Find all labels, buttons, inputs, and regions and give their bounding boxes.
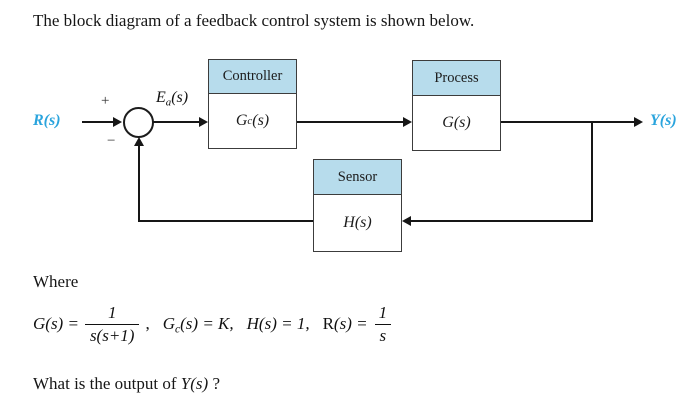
page-title: The block diagram of a feedback control … bbox=[33, 11, 475, 30]
process-block-header: Process bbox=[413, 61, 500, 96]
feedback-right-line bbox=[411, 220, 593, 222]
output-arrowhead-icon bbox=[634, 117, 643, 127]
where-label: Where bbox=[33, 272, 79, 291]
eq-r-rest: (s) = bbox=[333, 314, 368, 334]
sum-plus-sign: + bbox=[101, 93, 110, 109]
output-line bbox=[501, 121, 635, 123]
eq-r-denominator: s bbox=[374, 323, 392, 346]
eq-r-base: R bbox=[322, 314, 334, 334]
eq-gc-subscript: c bbox=[175, 322, 181, 336]
equation-row: G(s) = 1 s(s+1) , Gc(s) = K, H(s) = 1, R… bbox=[33, 303, 398, 345]
input-line bbox=[82, 121, 114, 123]
eq-g-numerator: 1 bbox=[107, 303, 117, 322]
error-signal-label: Ea(s) bbox=[156, 89, 189, 109]
eq-h: H(s) = 1, bbox=[246, 314, 310, 334]
question-text: What is the output of Y(s) ? bbox=[33, 374, 220, 394]
eq-separator: , bbox=[145, 314, 150, 334]
process-block: Process G(s) bbox=[412, 60, 501, 151]
eq-g-lhs: G(s) = bbox=[33, 314, 79, 334]
error-signal-base: E bbox=[156, 89, 166, 106]
error-arrowhead-icon bbox=[199, 117, 208, 127]
sensor-block-header: Sensor bbox=[314, 160, 401, 195]
controller-block-header: Controller bbox=[209, 60, 296, 94]
input-signal-label: R(s) bbox=[33, 112, 61, 129]
question-math: Y(s) bbox=[180, 374, 209, 393]
process-block-tf: G(s) bbox=[442, 114, 471, 131]
feedback-into-sensor-arrowhead-icon bbox=[402, 216, 411, 226]
error-signal-subscript: a bbox=[165, 96, 172, 109]
sensor-block-tf: H(s) bbox=[343, 214, 372, 231]
sensor-block: Sensor H(s) bbox=[313, 159, 402, 252]
summing-junction bbox=[123, 107, 154, 138]
output-signal-label: Y(s) bbox=[650, 112, 677, 129]
question-prefix: What is the output of bbox=[33, 374, 181, 393]
eq-g-fraction: 1 s(s+1) bbox=[84, 303, 140, 346]
controller-to-process-arrowhead-icon bbox=[403, 117, 412, 127]
controller-tf-args: (s) bbox=[252, 112, 270, 129]
controller-to-process-line bbox=[296, 121, 404, 123]
eq-g-denominator: s(s+1) bbox=[84, 323, 140, 346]
eq-r-lhs: R(s) = bbox=[323, 314, 368, 334]
sum-minus-sign: − bbox=[107, 133, 116, 149]
error-line bbox=[153, 121, 200, 123]
eq-gc-base: G bbox=[162, 314, 175, 334]
controller-tf-base: G bbox=[235, 112, 248, 129]
feedback-left-line bbox=[139, 220, 314, 222]
question-suffix: ? bbox=[208, 374, 220, 393]
eq-gc-rest: (s) = K, bbox=[180, 314, 234, 334]
eq-gc: Gc(s) = K, bbox=[162, 314, 234, 336]
feedback-vertical-line bbox=[138, 145, 140, 222]
branch-vertical-line bbox=[591, 121, 593, 222]
eq-r-fraction: 1 s bbox=[374, 303, 393, 345]
feedback-into-sum-arrowhead-icon bbox=[134, 137, 144, 146]
eq-r-numerator: 1 bbox=[378, 303, 388, 322]
input-arrowhead-icon bbox=[113, 117, 122, 127]
error-signal-args: (s) bbox=[171, 89, 189, 106]
